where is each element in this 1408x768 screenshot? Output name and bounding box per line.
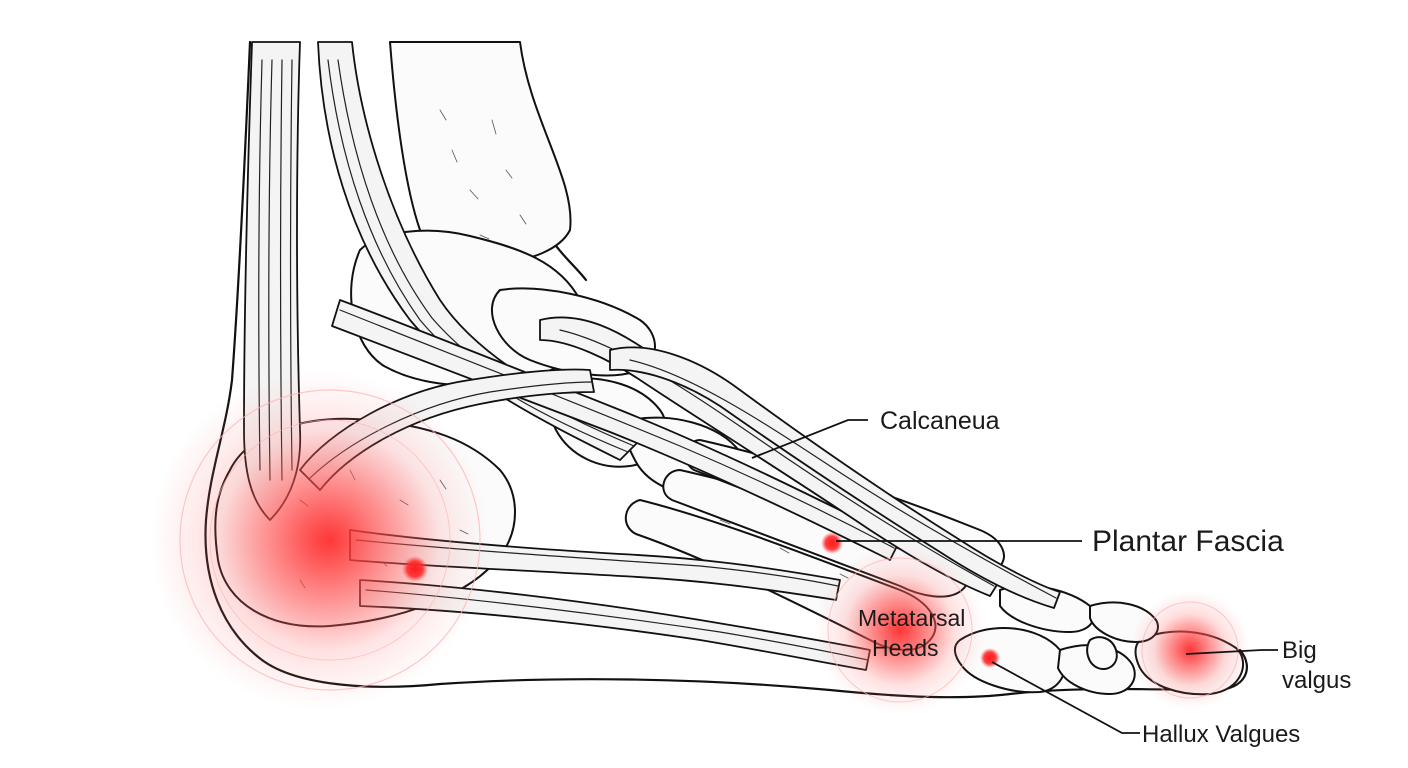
pain-glow-heel [150, 370, 490, 710]
label-hallux-valgues: Hallux Valgues [1142, 721, 1300, 748]
label-valgus: valgus [1282, 667, 1351, 694]
marker-heel [402, 556, 428, 582]
label-big: Big [1282, 637, 1317, 664]
tendons [243, 41, 1061, 671]
leader-lines [751, 419, 1278, 734]
pain-glow-metatarsal [815, 545, 985, 715]
label-calcaneua: Calcaneua [880, 407, 1000, 435]
label-plantar-fascia: Plantar Fascia [1092, 525, 1284, 558]
label-metatarsal: Metatarsal [858, 605, 965, 631]
pain-glow-big-toe [1130, 590, 1250, 710]
label-heads: Heads [872, 635, 938, 661]
marker-plantar-fascia [821, 532, 843, 554]
